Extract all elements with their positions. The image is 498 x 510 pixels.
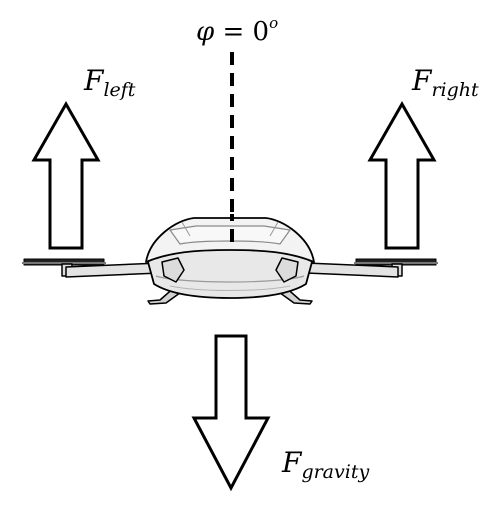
force-right-label: Fright — [411, 64, 479, 101]
force-right-base: F — [411, 64, 433, 97]
left-side-pod — [161, 257, 185, 283]
force-left-subscript: left — [103, 79, 135, 101]
force-left-base: F — [83, 64, 105, 97]
right-side-pod — [275, 257, 299, 283]
force-gravity-subscript: gravity — [301, 461, 369, 483]
drone-vehicle — [22, 217, 438, 305]
gravity-arrow — [191, 334, 271, 492]
force-left-label: Fleft — [83, 64, 136, 101]
angle-degree: o — [269, 14, 278, 32]
right-thrust-arrow — [367, 100, 437, 250]
angle-label: φ = 0o — [196, 14, 278, 47]
force-gravity-label: Fgravity — [281, 446, 369, 483]
angle-symbol: φ — [196, 17, 215, 47]
angle-equals: = 0 — [214, 17, 269, 47]
force-right-subscript: right — [431, 79, 479, 101]
left-thrust-arrow — [31, 100, 101, 250]
force-gravity-base: F — [281, 446, 303, 479]
